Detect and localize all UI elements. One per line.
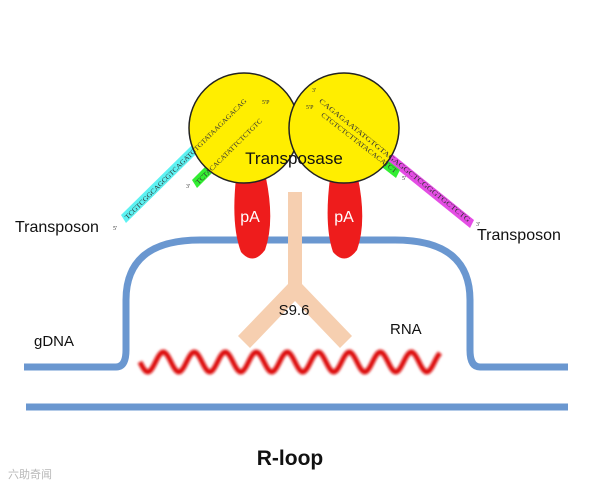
label-transposase: Transposase [245, 149, 343, 168]
protein-a-left [234, 178, 271, 259]
end-marker-5-right: 5' [402, 176, 406, 182]
diagram-title: R-loop [257, 447, 323, 470]
end-marker-3-left: 3' [186, 184, 190, 190]
label-rna: RNA [390, 321, 422, 338]
label-pa-left: pA [240, 209, 260, 226]
label-transposon-left: Transposon [15, 219, 99, 236]
label-pa-right: pA [334, 209, 354, 226]
end-marker-5p-right: 5'P [306, 105, 314, 111]
end-marker-5-left: 5' [113, 226, 117, 232]
label-gdna: gDNA [34, 333, 74, 350]
label-transposon-right: Transposon [477, 227, 561, 244]
transposase-subunit-right [288, 72, 400, 184]
end-marker-5p-left: 5'P [262, 100, 270, 106]
label-s96: S9.6 [279, 302, 310, 319]
protein-a-right [327, 178, 363, 259]
watermark-text: 六助奇闻 [8, 468, 52, 481]
end-marker-3-far-right: 3' [476, 222, 480, 228]
s96-antibody [238, 192, 352, 348]
end-marker-3-right: 3' [312, 88, 316, 94]
rna-strand [137, 349, 442, 375]
